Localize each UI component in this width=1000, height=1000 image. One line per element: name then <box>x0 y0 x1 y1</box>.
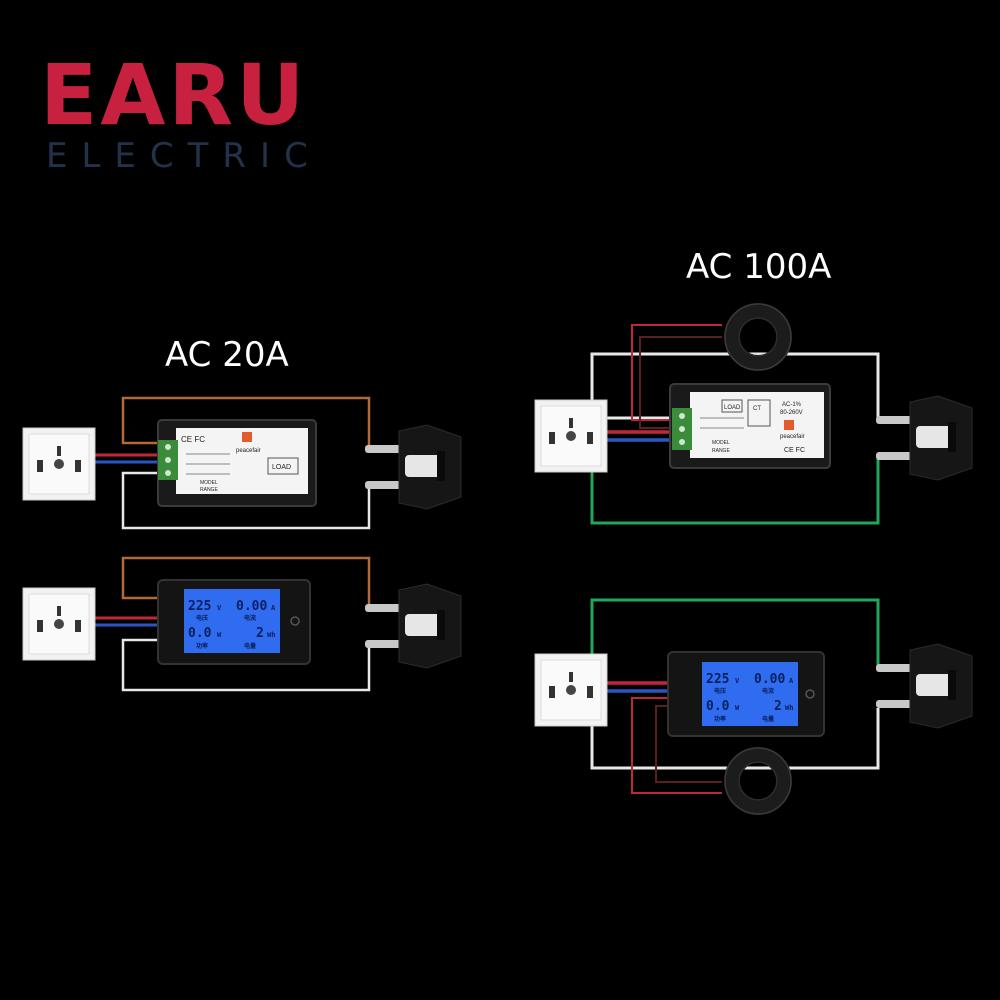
orange-wire <box>121 556 371 604</box>
ac20a-front-wiring: 225 V 0.00 A 电压 电流 0.0 W 2 Wh 功率 电量 <box>22 556 462 692</box>
lcd-power-unit: W <box>217 631 222 639</box>
lcd-voltage: 225 <box>188 599 211 614</box>
wall-socket <box>534 399 608 473</box>
meter-brand: peacefair <box>780 434 805 440</box>
white-wire <box>121 471 371 530</box>
white-wire <box>590 352 880 420</box>
rating-short: AC-1% <box>782 402 802 408</box>
load-label: LOAD <box>724 405 741 411</box>
lcd-energy-unit: Wh <box>267 631 275 639</box>
power-plug <box>875 643 973 729</box>
lcd-energy-unit: Wh <box>785 704 793 712</box>
ac100a-title: AC 100A <box>686 247 832 287</box>
model-label: MODEL <box>200 480 218 486</box>
lcd-energy-caption: 电量 <box>244 642 256 650</box>
lcd-current: 0.00 <box>754 672 785 687</box>
model-label: MODEL <box>712 440 730 446</box>
range-label: RANGE <box>200 487 218 493</box>
lcd-voltage-caption: 电压 <box>196 614 208 622</box>
rating-voltage: 80-260V <box>780 410 803 416</box>
current-transformer-ring <box>725 304 791 370</box>
wall-socket <box>534 653 608 727</box>
lcd-current-caption: 电流 <box>244 614 256 622</box>
ac20a-title: AC 20A <box>165 335 289 375</box>
lcd-voltage-caption: 电压 <box>714 687 726 695</box>
orange-wire <box>121 396 371 445</box>
current-transformer-ring <box>725 748 791 814</box>
lcd-voltage: 225 <box>706 672 729 687</box>
power-plug <box>875 395 973 481</box>
cert-marks: CE FC <box>181 435 205 444</box>
brand-name: EARU <box>40 46 308 144</box>
lcd-power-caption: 功率 <box>196 642 208 650</box>
ct-red-wire <box>631 324 722 421</box>
power-plug <box>364 583 462 669</box>
lcd-energy: 2 <box>774 699 782 714</box>
range-label: RANGE <box>712 448 730 454</box>
earu-electric-logo: EARU ELECTRIC <box>40 50 340 180</box>
lcd-power-unit: W <box>735 704 740 712</box>
white-wire <box>121 638 371 692</box>
meter-front-display: 225 V 0.00 A 电压 电流 0.0 W 2 Wh 功率 电量 <box>157 579 311 665</box>
lcd-current: 0.00 <box>236 599 267 614</box>
ct-dark-wire <box>639 336 722 429</box>
meter-back-panel: LOAD CT AC-1% 80-260V peacefair MODEL RA… <box>669 383 831 469</box>
lcd-power-caption: 功率 <box>714 715 726 723</box>
load-label: LOAD <box>272 464 291 471</box>
ac100a-back-wiring: LOAD CT AC-1% 80-260V peacefair MODEL RA… <box>534 304 973 525</box>
ct-label: CT <box>753 406 761 412</box>
meter-front-display: 225 V 0.00 A 电压 电流 0.0 W 2 Wh 功率 电量 <box>667 651 825 737</box>
lcd-current-unit: A <box>271 604 276 612</box>
lcd-power: 0.0 <box>188 626 212 641</box>
ac100a-front-wiring: 225 V 0.00 A 电压 电流 0.0 W 2 Wh 功率 电量 <box>534 598 973 814</box>
cert-marks: CE FC <box>784 447 805 454</box>
power-plug <box>364 424 462 510</box>
lcd-current-unit: A <box>789 677 794 685</box>
meter-brand: peacefair <box>236 448 261 454</box>
meter-back-panel: CE FC peacefair LOAD MODEL RANGE <box>157 419 317 507</box>
lcd-voltage-unit: V <box>735 677 740 685</box>
wall-socket <box>22 587 96 661</box>
ct-red-wire <box>631 697 722 794</box>
lcd-power: 0.0 <box>706 699 730 714</box>
wall-socket <box>22 427 96 501</box>
lcd-voltage-unit: V <box>217 604 222 612</box>
lcd-energy: 2 <box>256 626 264 641</box>
lcd-energy-caption: 电量 <box>762 715 774 723</box>
ct-dark-wire <box>655 705 722 783</box>
ac20a-back-wiring: CE FC peacefair LOAD MODEL RANGE <box>22 396 462 530</box>
lcd-current-caption: 电流 <box>762 687 774 695</box>
brand-subtitle: ELECTRIC <box>46 136 322 176</box>
